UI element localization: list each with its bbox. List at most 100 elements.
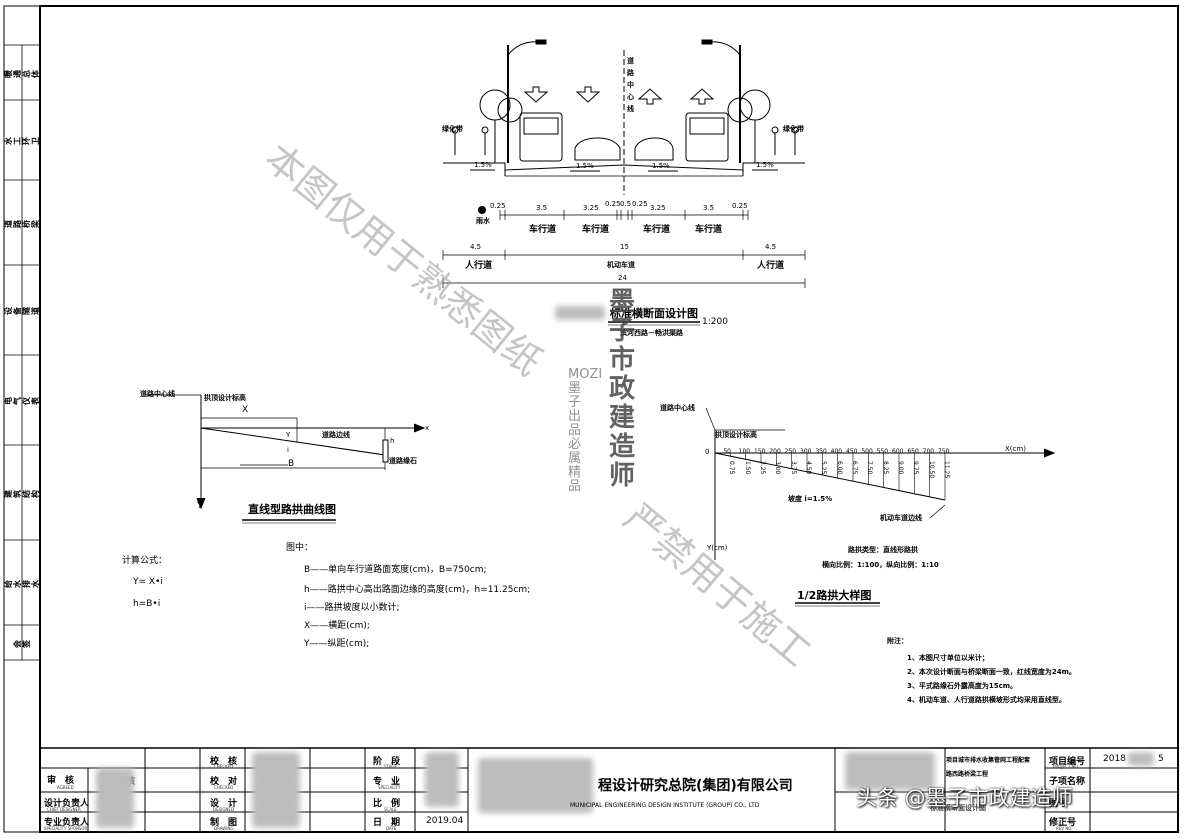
project-number: 2018 [1103,754,1126,764]
dim-value: 3.25 [650,204,666,212]
company-name: 程设计研究总院(集团)有限公司 [598,778,793,794]
tb-sublabel: PROJECT NO. [1053,764,1079,769]
dim-value: 0.25 [632,200,648,208]
y-value: 5.25 [820,461,828,475]
x-value: 300 [800,448,812,455]
cross-section [442,39,806,326]
half-crown-title: 1/2路拱大样图 [797,589,872,602]
note-item: 2、本次设计断面与桥梁断面一致，红线宽度为24m。 [907,668,1076,676]
centerline-label: 道路中心线 [627,57,634,113]
project-number-tail: 5 [1158,754,1164,764]
tb-label: 比 例 [373,799,401,809]
redacted-block [252,752,300,828]
crown-ratio: 横向比例：1:100，纵向比例：1:10 [822,561,939,569]
tb-label: 日 期 [373,818,401,828]
formula: h=B•i [133,599,161,609]
cross-section-subtitle: 滨河西路－畅洪渠路 [620,329,683,337]
zone-label: 人行道 [465,261,493,271]
tb-sublabel: CHECKED [214,785,234,790]
lane-edge-label: 机动车道边线 [880,514,922,522]
dim-value: 15 [620,243,629,251]
x-value: 700 [922,448,935,455]
dim-value: 0.25 [490,202,506,210]
sign-column-label: 结构 [22,489,40,498]
centerline-label: 道路中心线 [660,404,695,412]
crown-type: 路拱类型：直线形路拱 [848,546,918,554]
sign-column-label: 暖通 [4,69,22,78]
design-elevation-label: 拱顶设计标高 [204,394,246,402]
axis-y-label: Y [197,501,203,511]
tb-sublabel: DRAWING [214,826,234,831]
project-line: 项目城市排水收集管网工程配套 [946,757,1031,764]
tb-sublabel: REV NO. [1056,826,1073,831]
sign-column-label: 电气 [4,397,22,405]
y-value: 8.25 [881,461,889,475]
x-value: 750 [938,448,950,455]
zone-label: 机动车道 [607,261,635,269]
tb-date-value: 2019.04 [426,816,464,826]
rain-label: 雨水 [476,217,490,225]
formula: Y= X•i [133,577,163,587]
lane-label: 车行道 [529,225,557,235]
dim-value: 4.5 [765,243,777,251]
formula-head: 计算公式： [122,556,168,566]
centerline-label: 道路中心线 [140,390,175,398]
x-value: 650 [907,448,919,455]
dim-value: 4.5 [470,243,482,251]
y-axis-label: Y(cm) [707,544,728,552]
y-value: 7.50 [866,461,874,475]
redacted-block [555,306,605,320]
note-item: 4、机动车道、人行道路拱横坡形式均采用直线型。 [907,696,1066,704]
redacted-block [96,768,134,828]
tb-sublabel: STAGE [384,764,397,769]
sign-column-label: 环卫 [22,137,40,145]
tb-sublabel: DATE [386,826,397,831]
watermark-brand-vertical: 墨子市政建造师 [609,287,636,491]
tb-label: 校 核 [210,757,238,767]
tb-label: 阶 段 [373,757,401,767]
slope-label: 1.5% [474,161,492,169]
tb-label: 修正号 [1049,818,1077,828]
dim-value: 0.25 [732,202,748,210]
x-value: 250 [784,448,797,455]
y-value: 3.75 [789,461,797,475]
y-value: 9.75 [912,461,920,475]
y-value: 9.00 [897,461,904,475]
edge-label: 道路边线 [322,431,350,439]
x-value: 400 [830,448,843,455]
y-value: 11.25 [943,461,950,479]
tb-sublabel: DESIGNED [213,807,235,812]
legend-line: h——路拱中心高出路面边缘的高度(cm)，h=11.25cm; [304,585,531,595]
green-label-right: 绿化带 [783,125,804,133]
x-value: 500 [861,448,873,455]
x-value: 50 [723,448,731,455]
tb-label: 项目编号 [1049,757,1086,767]
redacted-block [1128,752,1154,766]
x-value: 600 [892,448,904,455]
y-value: 0.75 [728,461,736,475]
note-item: 3、平式路缘石外露高度为15cm。 [907,682,1018,690]
tb-label: 专 业 [373,777,401,787]
tb-sublabel: CHIEF DESIGNER [47,807,81,812]
watermark-small-vertical: MOZI墨子出品 必属精品 [568,367,603,494]
sign-column-label: 设备 [4,307,22,315]
redacted-block [845,752,935,790]
drawing-name: 标准横断面设计图 [930,804,986,812]
legend-line: B——单向车行道路面宽度(cm)，B=750cm; [304,565,487,575]
b-label: B [288,459,295,469]
half-crown-diagram [705,407,1056,607]
tb-sublabel: SPECIALITY SPONSOR [44,826,88,831]
h-label: h [390,437,395,445]
legend-line: X——横距(cm); [304,621,370,631]
y-value: 3.00 [774,461,782,475]
note-item: 1、本图尺寸单位以米计； [907,654,989,662]
dim-value: 0.25 [605,200,621,208]
y-value: 6.00 [835,461,843,475]
origin-label: 0 [705,448,710,456]
tb-label: 专业负责人 [44,818,90,828]
x-value: 150 [754,448,766,455]
tb-label: 校 对 [210,777,238,787]
x-label: X [242,405,249,415]
design-elevation-label: 拱顶设计标高 [715,431,757,439]
